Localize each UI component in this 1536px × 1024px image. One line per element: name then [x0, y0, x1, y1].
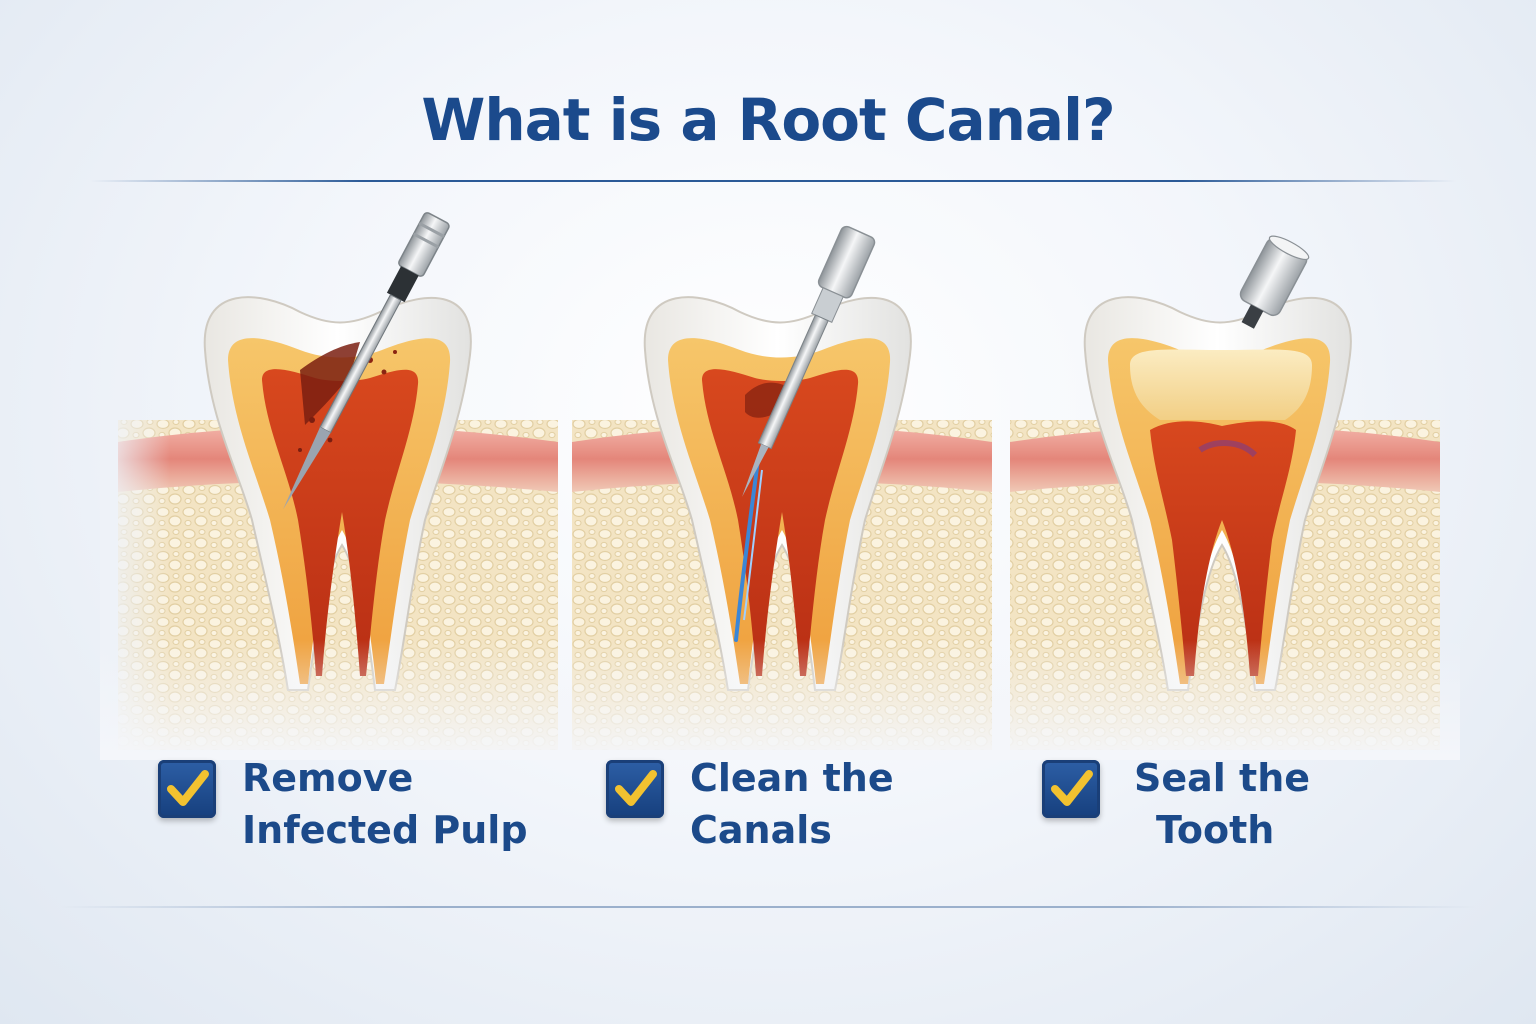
step-label: Remove Infected Pulp	[242, 756, 528, 852]
checkbox-checked-icon	[1042, 760, 1100, 818]
step-label: Clean the Canals	[690, 756, 894, 852]
endodontic-file-icon	[283, 212, 450, 510]
checkbox-checked-icon	[158, 760, 216, 818]
page-title: What is a Root Canal?	[421, 86, 1115, 154]
title-divider	[90, 180, 1456, 182]
footer-divider	[60, 906, 1476, 908]
tooth-3	[1083, 296, 1352, 691]
step-seal-the-tooth: Seal the Tooth	[1042, 752, 1310, 856]
tooth-2	[643, 296, 912, 691]
irrigation-syringe-icon	[742, 225, 876, 497]
step-remove-infected-pulp: Remove Infected Pulp	[158, 752, 528, 856]
tooth-1	[203, 296, 472, 691]
checkbox-checked-icon	[606, 760, 664, 818]
step-label: Seal the Tooth	[1134, 756, 1311, 852]
step-clean-the-canals: Clean the Canals	[606, 752, 894, 856]
panel-seal-the-tooth	[1010, 235, 1440, 750]
sealing-instrument-icon	[1239, 235, 1310, 329]
